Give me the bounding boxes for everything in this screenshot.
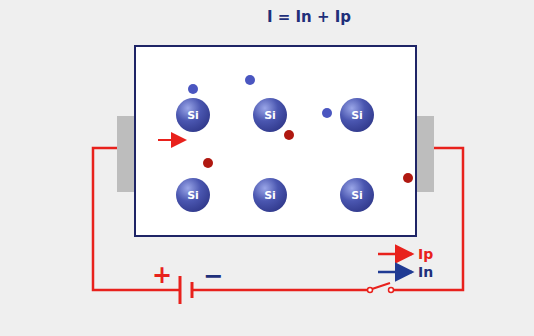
current-arrow xyxy=(158,139,185,141)
silicon-atom: Si xyxy=(176,178,210,212)
atom-label: Si xyxy=(351,189,363,202)
electron xyxy=(245,75,255,85)
legend-text: In xyxy=(418,263,433,281)
atom-label: Si xyxy=(187,109,199,122)
atom-label: Si xyxy=(264,189,276,202)
silicon-atom: Si xyxy=(253,98,287,132)
silicon-atom: Si xyxy=(253,178,287,212)
atom-label: Si xyxy=(187,189,199,202)
switch-lever xyxy=(372,283,390,289)
atom-label: Si xyxy=(351,109,363,122)
silicon-atom: Si xyxy=(340,98,374,132)
positive-terminal: + xyxy=(152,263,172,287)
hole xyxy=(284,130,294,140)
title: I = In + Ip xyxy=(159,8,459,26)
atom-label: Si xyxy=(264,109,276,122)
silicon-atom: Si xyxy=(176,98,210,132)
wire xyxy=(200,289,368,292)
hole xyxy=(203,158,213,168)
electron xyxy=(188,84,198,94)
switch-contact xyxy=(389,288,394,293)
legend-arrow xyxy=(378,253,412,256)
hole xyxy=(403,173,413,183)
legend-text: Ip xyxy=(418,245,433,263)
negative-terminal: − xyxy=(203,264,223,288)
silicon-atom: Si xyxy=(340,178,374,212)
semiconductor-block xyxy=(135,46,416,236)
electron xyxy=(322,108,332,118)
legend-arrow xyxy=(378,271,412,274)
